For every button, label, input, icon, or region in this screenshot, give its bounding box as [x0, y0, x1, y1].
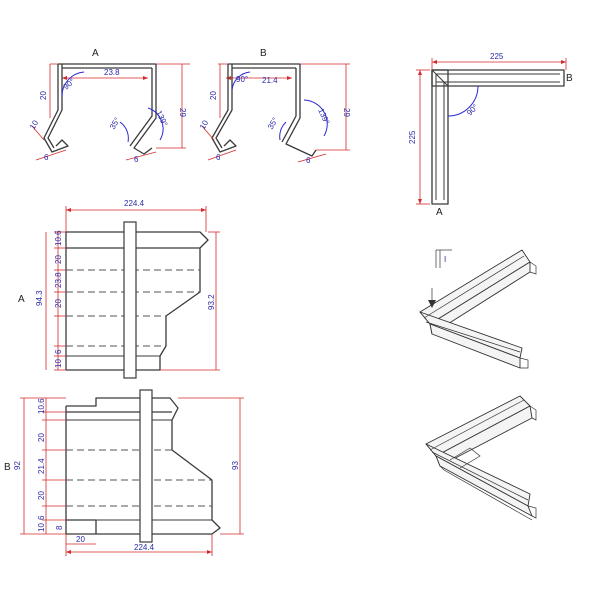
- view-b-segment: 20: [37, 433, 46, 442]
- isometric-corner-bottom-icon: [425, 395, 537, 521]
- view-a: A 224.4 94.3 10.6 20 23.8 20 6: [18, 199, 220, 379]
- profile-b-height-left: 20: [209, 91, 218, 100]
- profile-b: B 21.4 20 10 6 29 6 90° 35° 139°: [198, 48, 351, 165]
- profile-b-flange-left: 6: [216, 153, 221, 162]
- profile-b-angle-left: 35°: [266, 116, 280, 131]
- iso-dim-mark: I: [444, 255, 446, 264]
- view-b: B 92 10.6 20 21.4 20 6 10 8 93: [4, 389, 244, 556]
- profile-a: A 23.8 20 10 6 29 6 90° 35°: [28, 48, 190, 164]
- profile-a-width: 23.8: [104, 68, 120, 77]
- view-a-segment: 6: [54, 349, 63, 354]
- profile-a-label: A: [92, 48, 99, 59]
- view-b-length: 224.4: [134, 543, 155, 552]
- view-b-segment: 21.4: [37, 458, 46, 474]
- corner-width: 225: [490, 52, 504, 61]
- corner-end-a: A: [436, 207, 443, 218]
- view-a-segment: 20: [54, 299, 63, 308]
- view-a-total-right: 93.2: [207, 294, 216, 310]
- profile-a-height-right: 29: [178, 108, 187, 117]
- view-b-total-right: 93: [231, 461, 240, 470]
- profile-a-lip: 10: [28, 118, 41, 131]
- profile-b-flange-right: 6: [306, 156, 311, 165]
- profile-b-height-right: 29: [342, 108, 351, 117]
- profile-a-height-left: 20: [39, 91, 48, 100]
- view-a-segment: 20: [54, 255, 63, 264]
- profile-b-lip: 10: [198, 118, 211, 131]
- profile-a-angle-corner: 90°: [62, 77, 77, 92]
- view-a-label: A: [18, 294, 25, 305]
- profile-a-flange-right: 6: [134, 155, 139, 164]
- profile-a-angle-left: 35°: [108, 116, 122, 131]
- view-a-segment: 23.8: [54, 272, 63, 288]
- profile-b-width: 21.4: [262, 76, 278, 85]
- view-b-label: B: [4, 462, 11, 473]
- corner-angle: 90°: [465, 102, 480, 117]
- isometric-corner-top-icon: I: [419, 249, 537, 369]
- view-b-segment: 10.6: [37, 398, 46, 414]
- view-a-total-left: 94.3: [35, 290, 44, 306]
- profile-b-angle-corner: 90°: [236, 75, 248, 84]
- view-b-segment: 20: [37, 491, 46, 500]
- profile-b-label: B: [260, 48, 267, 59]
- view-a-length: 224.4: [124, 199, 145, 208]
- corner-plan: 225 225 90° B A: [408, 52, 573, 218]
- view-b-segment: 10: [37, 523, 46, 532]
- profile-a-flange-left: 6: [44, 153, 49, 162]
- view-a-segment: 10.6: [54, 230, 63, 246]
- view-b-segment: 6: [37, 515, 46, 520]
- view-b-total-left: 92: [13, 461, 22, 470]
- view-a-segment: 10: [54, 359, 63, 368]
- profile-b-angle-right: 139°: [316, 107, 331, 126]
- view-b-bottom-dim: 20: [76, 535, 85, 544]
- corner-end-b: B: [566, 73, 573, 84]
- corner-height: 225: [408, 130, 417, 144]
- view-b-segment: 8: [55, 525, 64, 530]
